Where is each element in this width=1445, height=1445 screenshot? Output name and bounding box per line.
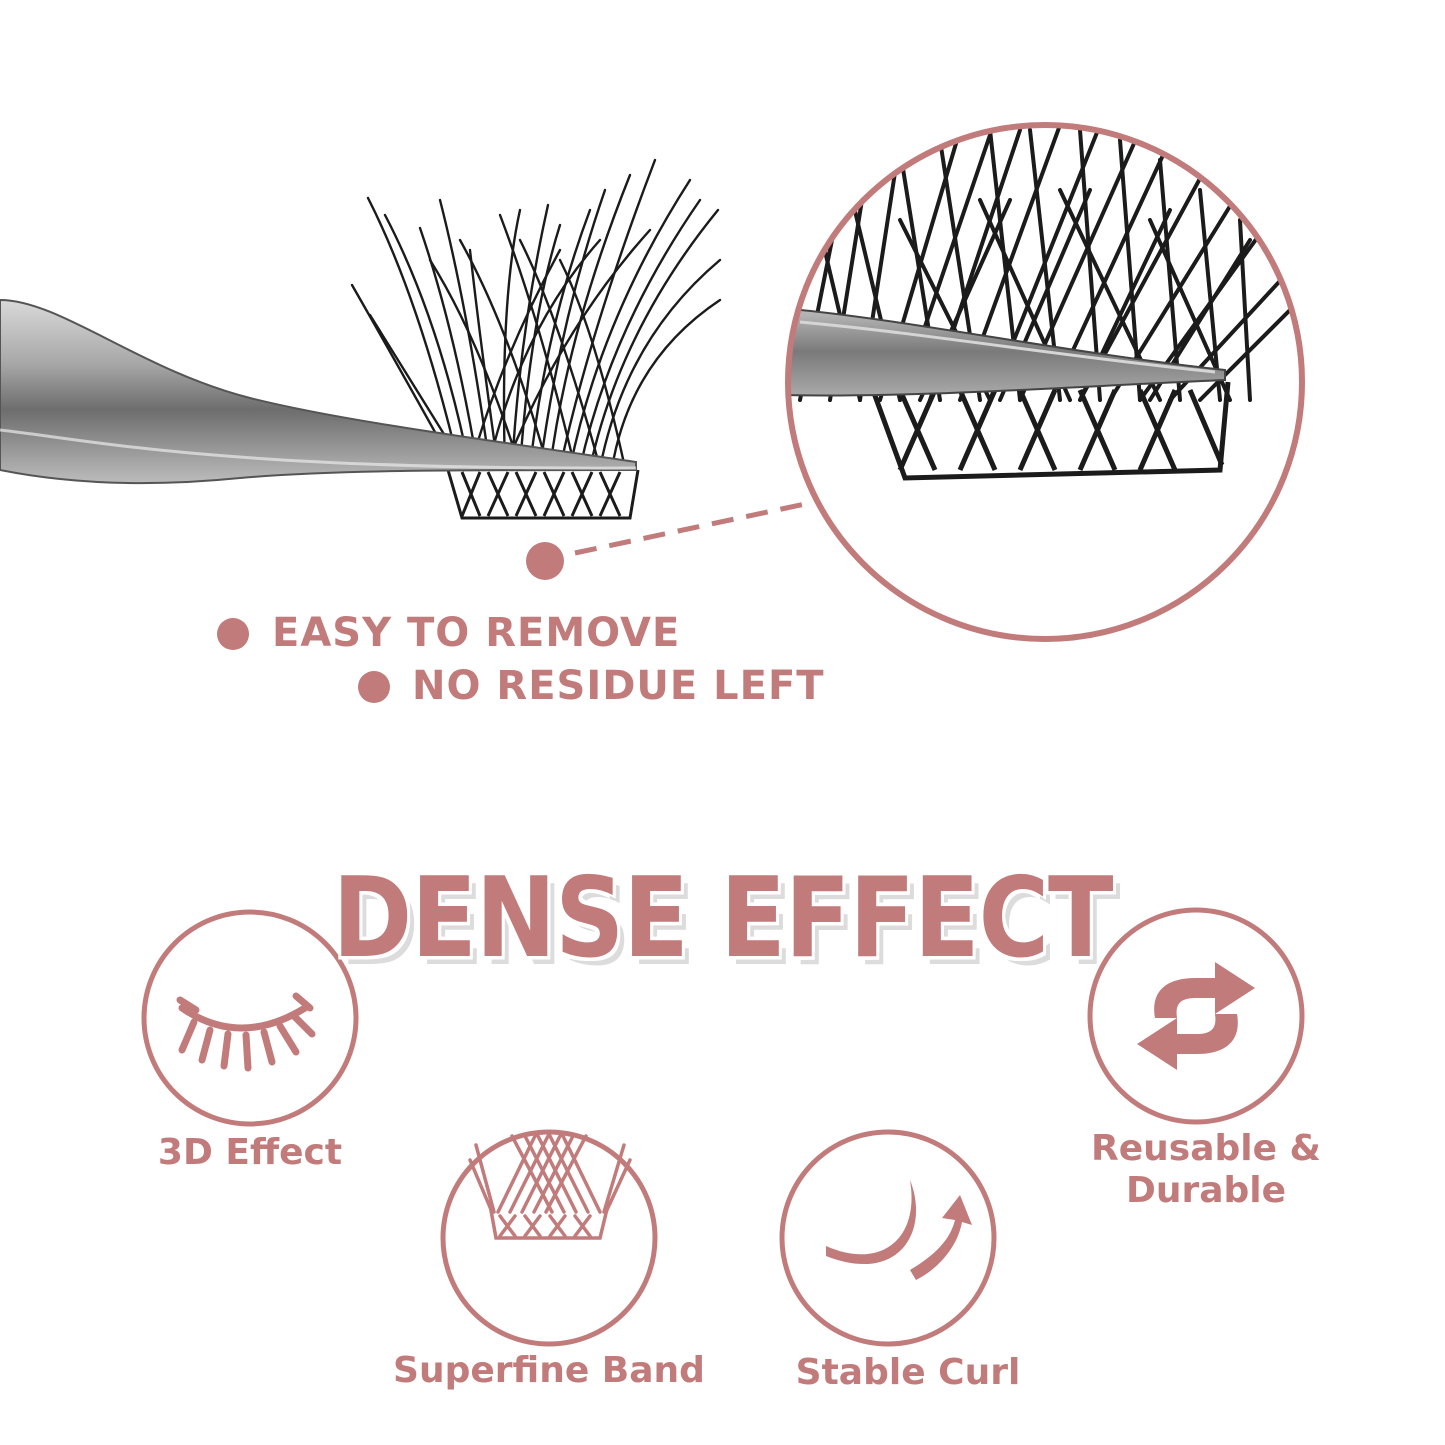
feature-reusable-label: Reusable & Durable [1066, 1128, 1346, 1212]
connector-dashed-line [574, 501, 806, 556]
feature-superfine-band-badge [440, 1129, 658, 1347]
connector-dot [526, 542, 564, 580]
bullet-dot-easy-to-remove [217, 618, 249, 650]
refresh-icon [1137, 962, 1255, 1070]
headline: DENSE EFFECT [332, 853, 1114, 983]
tweezer [0, 298, 637, 485]
feature-stable-curl-badge [779, 1129, 997, 1347]
feature-3d-effect-label: 3D Effect [157, 1132, 343, 1173]
easy-to-remove-label: EASY TO REMOVE [272, 610, 681, 656]
zoom-circle [785, 122, 1305, 642]
lash-band-icon [468, 1134, 632, 1240]
closed-eye-icon [176, 992, 316, 1072]
no-residue-left-label: NO RESIDUE LEFT [412, 663, 825, 709]
feature-reusable-line1: Reusable & [1091, 1128, 1321, 1169]
feature-stable-curl-label: Stable Curl [795, 1352, 1021, 1393]
curl-arrow-icon [826, 1180, 972, 1280]
feature-reusable-line2: Durable [1125, 1170, 1287, 1211]
feature-superfine-band-label: Superfine Band [393, 1350, 705, 1391]
bullet-dot-no-residue [358, 671, 390, 703]
lash-cluster [350, 158, 722, 472]
feature-3d-effect-badge [141, 909, 359, 1127]
feature-reusable-badge [1087, 907, 1305, 1125]
lash-band [446, 469, 640, 520]
